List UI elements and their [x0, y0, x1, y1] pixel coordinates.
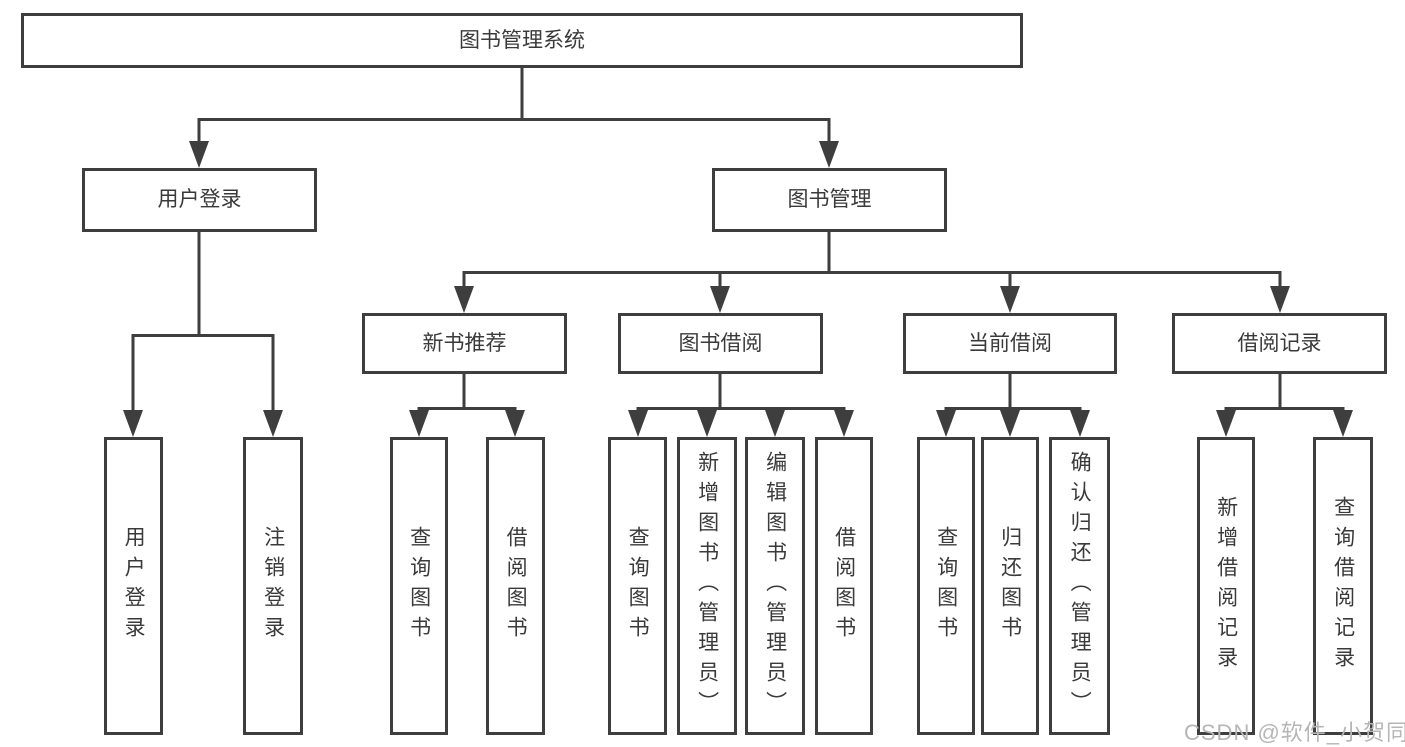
node-book-mgmt: 图书管理	[712, 168, 947, 232]
arrowhead	[765, 410, 785, 437]
node-borrow-records: 借阅记录	[1172, 313, 1387, 374]
arrowhead	[819, 141, 839, 168]
arrowhead	[1000, 410, 1020, 437]
arrowhead	[1270, 286, 1290, 313]
leaf-bookborrow-query: 查询图书	[608, 437, 667, 735]
arrowhead	[1333, 410, 1353, 437]
arrowhead	[628, 410, 648, 437]
leaf-records-add: 新增借阅记录	[1197, 437, 1255, 735]
arrowhead	[505, 410, 525, 437]
leaf-currentborrow-return: 归还图书	[981, 437, 1039, 735]
leaf-records-query: 查询借阅记录	[1313, 437, 1373, 735]
leaf-bookborrow-borrow: 借阅图书	[815, 437, 873, 735]
arrowhead	[189, 141, 209, 168]
arrowhead	[1216, 410, 1236, 437]
arrowhead	[263, 410, 283, 437]
leaf-user-login: 用户登录	[104, 437, 163, 735]
leaf-currentborrow-confirm: 确认归还（管理员）	[1049, 437, 1110, 735]
arrowhead	[710, 286, 730, 313]
csdn-watermark: CSDN @软件_小贺同学	[1184, 720, 1405, 745]
arrowhead	[1000, 286, 1020, 313]
arrowhead	[936, 410, 956, 437]
leaf-bookborrow-add: 新增图书（管理员）	[677, 437, 737, 735]
arrowhead	[454, 286, 474, 313]
arrowhead	[697, 410, 717, 437]
arrowhead	[1070, 410, 1090, 437]
node-current-borrow: 当前借阅	[903, 313, 1117, 374]
node-book-borrow: 图书借阅	[618, 313, 823, 374]
node-new-book-rec: 新书推荐	[362, 313, 567, 374]
arrowhead	[834, 410, 854, 437]
leaf-bookborrow-edit: 编辑图书（管理员）	[745, 437, 805, 735]
node-user-login: 用户登录	[82, 168, 317, 232]
node-root: 图书管理系统	[21, 13, 1023, 68]
leaf-newbook-borrow: 借阅图书	[486, 437, 545, 735]
arrowhead	[123, 410, 143, 437]
leaf-newbook-query: 查询图书	[390, 437, 448, 735]
arrowhead	[409, 410, 429, 437]
leaf-logout: 注销登录	[243, 437, 303, 735]
leaf-currentborrow-query: 查询图书	[917, 437, 975, 735]
